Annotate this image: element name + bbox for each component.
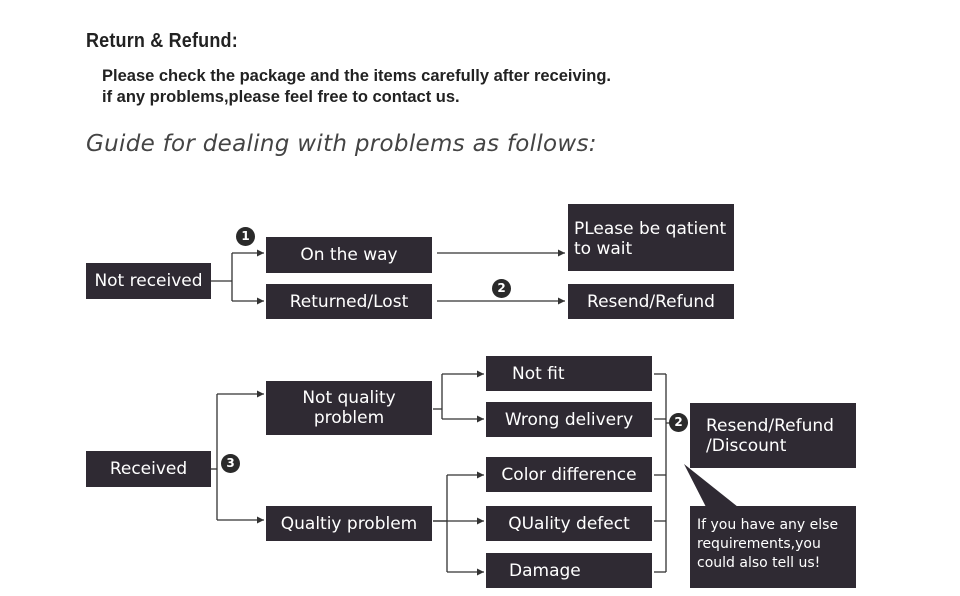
box-resend-refund: Resend/Refund [568,284,734,319]
page-title: Return & Refund: [86,30,238,52]
badge-3: 3 [221,454,240,473]
badge-1: 1 [236,227,255,246]
box-not-received: Not received [86,263,211,299]
guide-heading: Guide for dealing with problems as follo… [86,131,597,157]
box-received: Received [86,451,211,487]
box-wrong-delivery: Wrong delivery [486,402,652,437]
badge-2-bottom: 2 [669,413,688,432]
box-color-difference: Color difference [486,457,652,492]
box-returned-lost: Returned/Lost [266,284,432,319]
box-please-wait: PLease be qatient to wait [568,204,734,271]
intro-line-2: if any problems,please feel free to cont… [102,88,460,106]
note-bubble-tail [684,464,738,507]
box-quality-problem: Qualtiy problem [266,506,432,541]
box-resend-refund-discount: Resend/Refund /Discount [690,403,856,468]
badge-2-top: 2 [492,279,511,298]
box-damage: Damage [486,553,652,588]
box-on-the-way: On the way [266,237,432,273]
box-quality-defect: QUality defect [486,506,652,541]
note-extra-requirements: If you have any else requirements,you co… [690,506,856,588]
box-not-fit: Not fit [486,356,652,391]
intro-line-1: Please check the package and the items c… [102,67,611,85]
box-not-quality-problem: Not quality problem [266,381,432,435]
